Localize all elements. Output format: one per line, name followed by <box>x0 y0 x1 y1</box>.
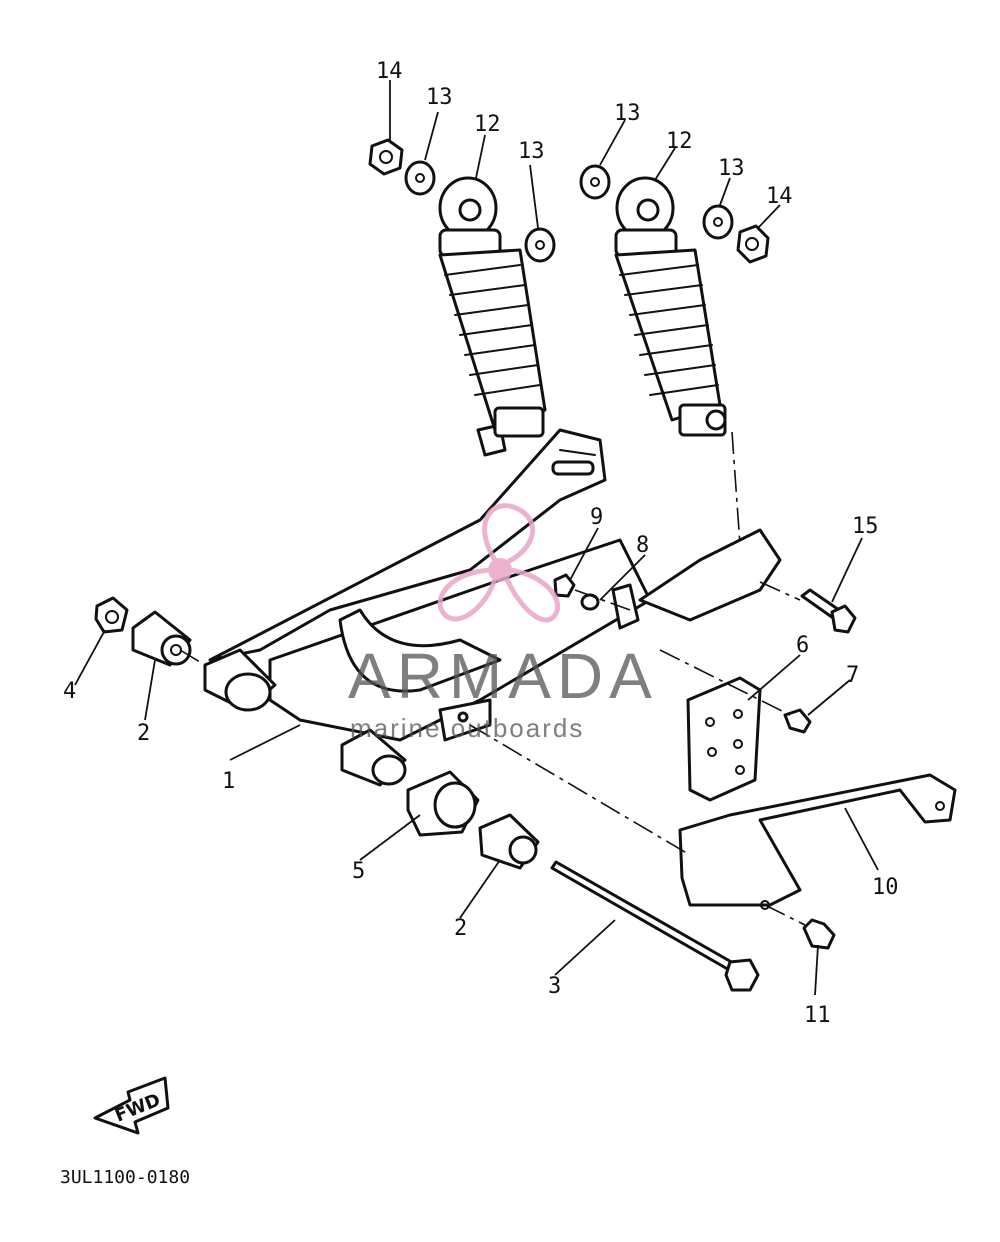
small-hardware <box>553 573 857 950</box>
callout-1: 1 <box>222 769 235 794</box>
callout-5: 5 <box>352 859 365 884</box>
front-pivot-bushings <box>94 596 540 870</box>
callout-12-left: 12 <box>474 112 501 137</box>
part-code: 3UL1100-0180 <box>60 1167 190 1188</box>
callout-13-a: 13 <box>426 85 453 110</box>
callout-15: 15 <box>852 514 879 539</box>
callout-14-right: 14 <box>766 184 793 209</box>
watermark-brand: ARMADA <box>348 640 658 712</box>
callout-8: 8 <box>636 533 649 558</box>
callout-10: 10 <box>872 875 899 900</box>
callout-9: 9 <box>590 505 603 530</box>
bracket <box>686 676 762 802</box>
callout-13-c: 13 <box>614 101 641 126</box>
callout-14-left: 14 <box>376 59 403 84</box>
callout-13-b: 13 <box>518 139 545 164</box>
leader-lines <box>74 80 879 996</box>
callout-13-d: 13 <box>718 156 745 181</box>
forward-arrow-icon: FWD <box>93 1076 170 1135</box>
callout-6: 6 <box>796 633 809 658</box>
foot-lever <box>678 773 957 910</box>
rear-shock-left <box>438 176 547 438</box>
callout-2-lower: 2 <box>454 916 467 941</box>
callout-7: 7 <box>846 663 859 688</box>
assembly-lines <box>179 431 806 926</box>
callout-12-right: 12 <box>666 129 693 154</box>
watermark-logo <box>437 503 561 623</box>
callout-labels: 1 2 2 3 4 5 6 7 8 9 10 11 12 12 13 13 13… <box>63 59 899 1028</box>
callout-3: 3 <box>548 974 561 999</box>
callout-11: 11 <box>804 1003 831 1028</box>
pivot-shaft <box>550 860 760 992</box>
callout-2-upper: 2 <box>137 721 150 746</box>
watermark-tagline: marine outboards <box>350 713 584 743</box>
washers-and-nuts <box>368 138 770 264</box>
callout-4: 4 <box>63 679 76 704</box>
rear-shock-right <box>614 176 727 437</box>
